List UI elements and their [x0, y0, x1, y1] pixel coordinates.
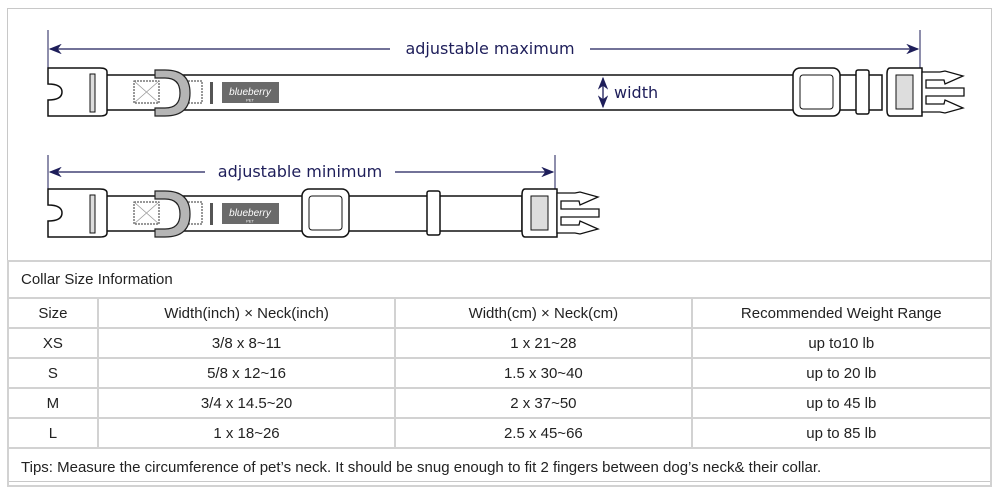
buckle-female: [47, 188, 108, 238]
cell-inch: 3/4 x 14.5~20: [96, 387, 397, 419]
d-ring-icon: [154, 190, 191, 238]
cell-cm: 1 x 21~28: [394, 327, 693, 359]
logo-subtext: PET: [246, 98, 254, 103]
width-label: width: [614, 83, 658, 102]
header-weight: Recommended Weight Range: [690, 297, 993, 329]
collar-diagram: adjustable maximum blueberry PET width a…: [47, 30, 965, 238]
table-row: XS 3/8 x 8~11 1 x 21~28 up to10 lb: [7, 327, 993, 359]
cell-weight: up to10 lb: [690, 327, 993, 359]
d-ring-icon: [154, 69, 191, 117]
stitch-bar: [210, 82, 213, 104]
logo-text: blueberry: [229, 208, 272, 219]
logo-label: [222, 203, 279, 224]
cell-cm: 2 x 37~50: [394, 387, 693, 419]
logo-label: [222, 82, 279, 103]
buckle-prongs: [556, 191, 600, 235]
table-title: Collar Size Information: [7, 260, 992, 299]
max-label: adjustable maximum: [405, 39, 574, 58]
collar-min: adjustable minimum blueberry PET: [47, 155, 600, 238]
table-row: L 1 x 18~26 2.5 x 45~66 up to 85 lb: [7, 417, 993, 449]
table-row: M 3/4 x 14.5~20 2 x 37~50 up to 45 lb: [7, 387, 993, 419]
logo-text: blueberry: [229, 87, 272, 98]
slider-inner: [799, 74, 834, 110]
cell-size: XS: [7, 327, 99, 359]
cell-size: L: [7, 417, 99, 449]
cell-inch: 5/8 x 12~16: [96, 357, 397, 389]
cell-size: M: [7, 387, 99, 419]
cell-weight: up to 20 lb: [690, 357, 993, 389]
buckle-slot: [89, 73, 96, 113]
keeper-loop: [426, 190, 441, 236]
buckle-prongs: [921, 70, 965, 114]
cell-inch: 3/8 x 8~11: [96, 327, 397, 359]
keeper-loop: [855, 69, 870, 115]
header-row: Size Width(inch) × Neck(inch) Width(cm) …: [7, 297, 993, 329]
collar-max: adjustable maximum blueberry PET width: [47, 30, 965, 117]
stitch-box: [133, 201, 160, 225]
min-label: adjustable minimum: [218, 162, 382, 181]
tips-text: Tips: Measure the circumference of pet’s…: [7, 447, 992, 487]
header-inch: Width(inch) × Neck(inch): [96, 297, 397, 329]
header-size: Size: [7, 297, 99, 329]
cell-weight: up to 45 lb: [690, 387, 993, 419]
cell-inch: 1 x 18~26: [96, 417, 397, 449]
size-table: Collar Size Information Size Width(inch)…: [7, 260, 993, 487]
cell-cm: 2.5 x 45~66: [394, 417, 693, 449]
logo-subtext: PET: [246, 219, 254, 224]
buckle-female: [47, 67, 108, 117]
cell-weight: up to 85 lb: [690, 417, 993, 449]
cell-cm: 1.5 x 30~40: [394, 357, 693, 389]
table-row: S 5/8 x 12~16 1.5 x 30~40 up to 20 lb: [7, 357, 993, 389]
stitch-box: [133, 80, 160, 104]
header-cm: Width(cm) × Neck(cm): [394, 297, 693, 329]
cell-size: S: [7, 357, 99, 389]
